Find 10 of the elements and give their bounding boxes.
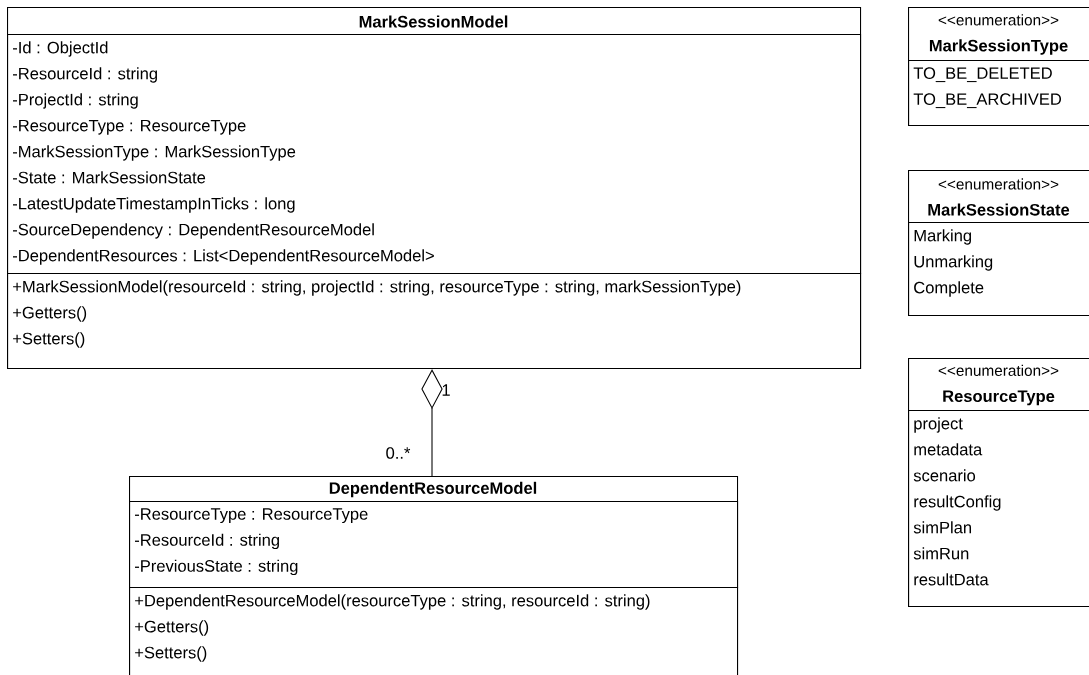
compartment: +DependentResourceModel(resourceType : string, resourceId : string) +Getters() +Setters() bbox=[129, 587, 739, 675]
compartment: project metadata scenario resultConfig simPlan simRun resultData bbox=[908, 410, 1089, 608]
compartment: Marking Unmarking Complete bbox=[908, 222, 1089, 317]
compartment: -Id : ObjectId -ResourceId : string -ProjectId : string -ResourceType : ResourceType -MarkSessionType : MarkSessionType -State : MarkSessionState -LatestUpdateTimestampInTicks : long -SourceDependency : DependentResourceModel -DependentResources : List<DependentResourceModel> bbox=[7, 34, 862, 275]
compartment: TO_BE_DELETED TO_BE_ARCHIVED bbox=[908, 60, 1089, 127]
multiplicity-label: 1 bbox=[442, 384, 450, 396]
aggregation-line bbox=[421, 369, 443, 477]
multiplicity-label: 0..* bbox=[386, 447, 411, 459]
compartment: -ResourceType : ResourceType -ResourceId : string -PreviousState : string bbox=[129, 501, 739, 589]
compartment: +MarkSessionModel(resourceId : string, projectId : string, resourceType : string, markSessionType) +Getters() +Setters() bbox=[7, 273, 862, 370]
